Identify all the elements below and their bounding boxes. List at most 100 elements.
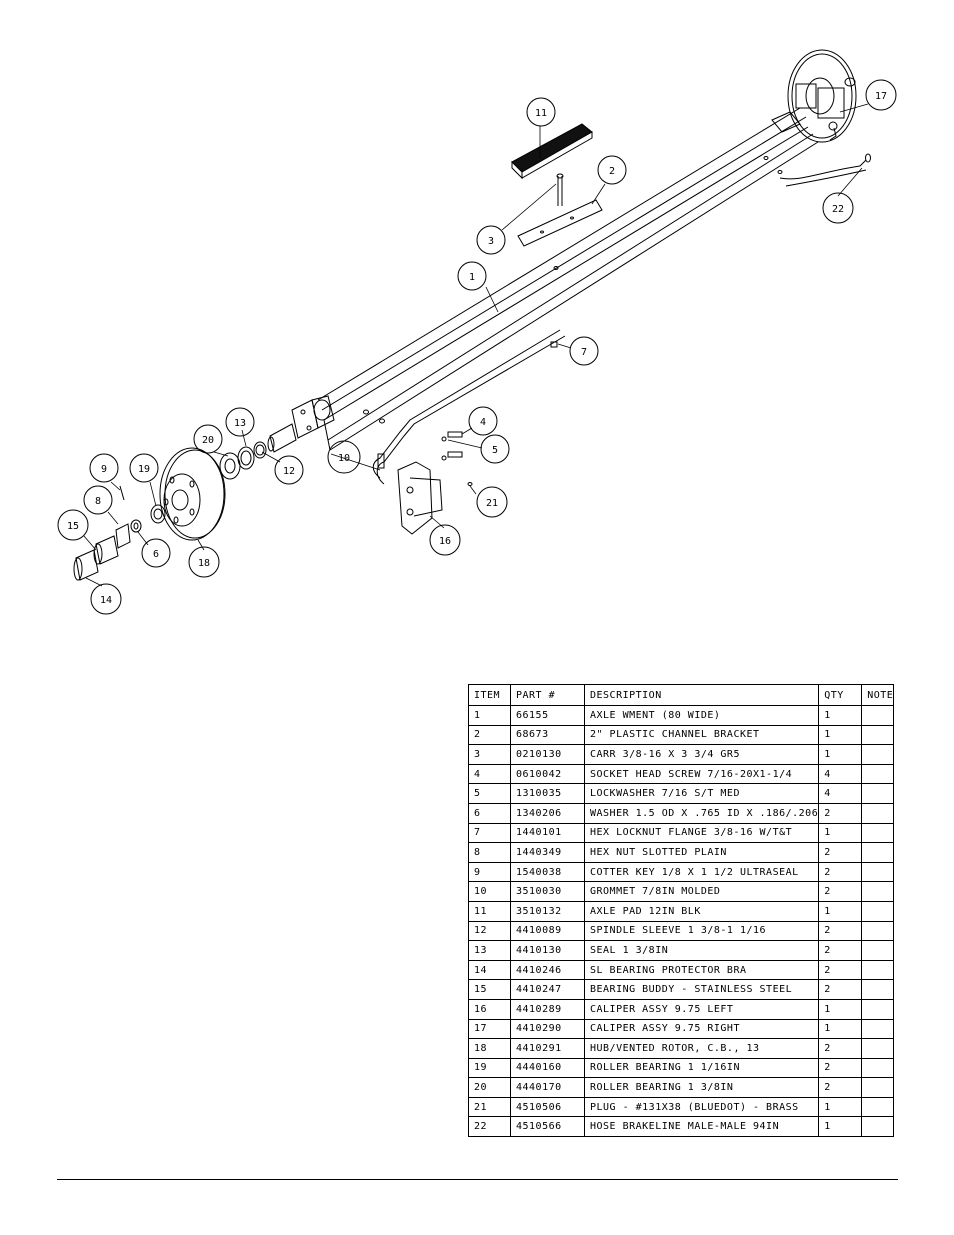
cell-part-number: 0610042 <box>510 763 585 785</box>
callout-12: 12 <box>274 455 304 485</box>
cell-item: 13 <box>468 940 511 961</box>
cell-description: CARR 3/8-16 X 3 3/4 GR5 <box>583 744 820 765</box>
cell-qty: 2 <box>818 1057 863 1079</box>
svg-text:22: 22 <box>832 204 844 215</box>
cell-part-number: 4440170 <box>510 1077 585 1098</box>
leader-lines <box>83 103 869 587</box>
callout-19: 19 <box>129 453 159 483</box>
svg-text:8: 8 <box>95 496 101 507</box>
callout-11: 11 <box>526 97 556 127</box>
cell-description: SL BEARING PROTECTOR BRA <box>583 959 820 981</box>
cell-item: 16 <box>468 998 511 1020</box>
cell-part-number: 4510566 <box>510 1116 585 1138</box>
cell-item: 6 <box>468 802 511 824</box>
cell-item: 10 <box>468 881 511 902</box>
cell-part-number: 4410130 <box>510 940 585 961</box>
cell-note <box>861 940 895 961</box>
cell-part-number: 4510506 <box>510 1096 585 1118</box>
cell-note <box>861 959 895 981</box>
callout-2: 2 <box>597 155 627 185</box>
cell-qty: 1 <box>818 1018 863 1040</box>
cell-item: 3 <box>468 744 511 765</box>
cell-note <box>861 920 895 942</box>
svg-text:20: 20 <box>202 435 214 446</box>
svg-text:16: 16 <box>439 536 451 547</box>
exploded-axle-diagram: 1 2 3 4 5 6 7 8 9 10 11 12 13 14 15 16 1… <box>57 49 897 615</box>
callout-16: 16 <box>429 524 461 556</box>
cell-note <box>861 1038 895 1059</box>
caliper-fasteners <box>441 431 473 486</box>
cell-description: WASHER 1.5 OD X .765 ID X .186/.206 <box>583 802 820 824</box>
cell-part-number: 4410289 <box>510 998 585 1020</box>
cell-item: 12 <box>468 920 511 942</box>
cell-item: 5 <box>468 783 511 804</box>
cell-note <box>861 998 895 1020</box>
cell-description: LOCKWASHER 7/16 S/T MED <box>583 783 820 804</box>
cell-description: SOCKET HEAD SCREW 7/16-20X1-1/4 <box>583 763 820 785</box>
svg-text:2: 2 <box>609 166 615 177</box>
cell-item: 11 <box>468 900 511 922</box>
cell-note <box>861 1096 895 1118</box>
callout-14: 14 <box>90 583 122 615</box>
cell-qty: 2 <box>818 842 863 863</box>
right-hub-caliper <box>771 49 857 143</box>
cell-description: ROLLER BEARING 1 3/8IN <box>583 1077 820 1098</box>
cell-note <box>861 724 895 746</box>
callout-7: 7 <box>569 336 599 366</box>
column-header-description: DESCRIPTION <box>583 684 820 706</box>
cell-qty: 1 <box>818 822 863 844</box>
svg-text:18: 18 <box>198 558 210 569</box>
cell-qty: 2 <box>818 959 863 981</box>
cell-note <box>861 783 895 804</box>
hub-rotor <box>159 447 226 541</box>
cell-description: HOSE BRAKELINE MALE-MALE 94IN <box>583 1116 820 1138</box>
left-spindle-mount <box>267 395 335 453</box>
cell-part-number: 4410247 <box>510 979 585 1000</box>
cell-description: PLUG - #131X38 (BLUEDOT) - BRASS <box>583 1096 820 1118</box>
cell-description: 2" PLASTIC CHANNEL BRACKET <box>583 724 820 746</box>
cell-part-number: 3510132 <box>510 900 585 922</box>
cell-description: HEX NUT SLOTTED PLAIN <box>583 842 820 863</box>
cell-qty: 4 <box>818 763 863 785</box>
cell-item: 7 <box>468 822 511 844</box>
cell-note <box>861 1077 895 1098</box>
cell-description: COTTER KEY 1/8 X 1 1/2 ULTRASEAL <box>583 861 820 883</box>
cell-qty: 2 <box>818 979 863 1000</box>
cell-item: 20 <box>468 1077 511 1098</box>
svg-text:10: 10 <box>338 453 350 464</box>
column-header-part: PART # <box>510 684 585 706</box>
callout-15: 15 <box>57 509 89 541</box>
column-header-note: NOTE <box>861 684 895 706</box>
cell-qty: 1 <box>818 744 863 765</box>
cell-description: SPINDLE SLEEVE 1 3/8-1 1/16 <box>583 920 820 942</box>
small-parts <box>73 441 267 581</box>
cell-note <box>861 881 895 902</box>
cell-qty: 2 <box>818 861 863 883</box>
callout-18: 18 <box>188 546 220 578</box>
cell-note <box>861 1116 895 1138</box>
callout-20: 20 <box>193 424 223 454</box>
cell-note <box>861 705 895 726</box>
cell-part-number: 68673 <box>510 724 585 746</box>
cell-qty: 1 <box>818 900 863 922</box>
cell-qty: 1 <box>818 998 863 1020</box>
svg-text:14: 14 <box>100 595 112 606</box>
cell-part-number: 0210130 <box>510 744 585 765</box>
callout-21: 21 <box>476 486 508 518</box>
column-header-qty: QTY <box>818 684 863 706</box>
cell-part-number: 1540038 <box>510 861 585 883</box>
cell-description: GROMMET 7/8IN MOLDED <box>583 881 820 902</box>
cell-item: 1 <box>468 705 511 726</box>
